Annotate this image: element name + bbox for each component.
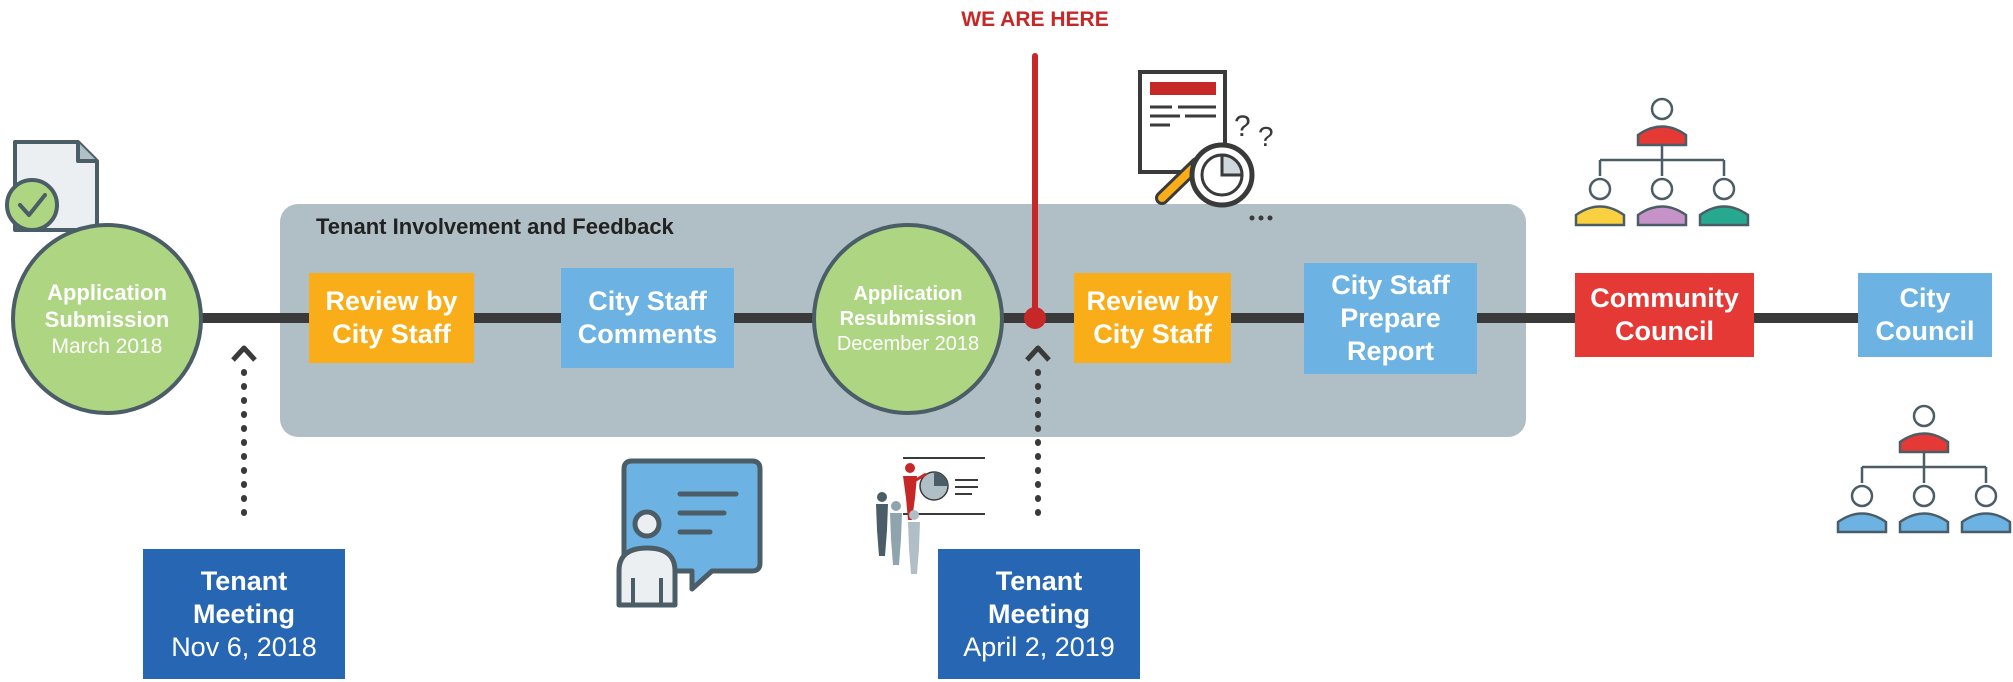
we-are-here-label: WE ARE HERE (961, 8, 1109, 31)
city-council-hierarchy-icon (1836, 404, 2012, 534)
step-title-line: City (1899, 283, 1951, 313)
step-review-city-staff-2: Review by City Staff (1074, 273, 1231, 363)
step-title-line: Submission (44, 306, 170, 332)
svg-text:?: ? (1234, 110, 1251, 143)
meeting-title-line: Meeting (192, 598, 295, 629)
meeting-title-line: Tenant (995, 565, 1083, 596)
svg-text:?: ? (1258, 121, 1274, 152)
step-title-line: City Staff (1093, 319, 1212, 349)
meeting-date: Nov 6, 2018 (171, 631, 317, 662)
document-check-icon (5, 140, 99, 232)
meeting-title-line: Meeting (987, 598, 1090, 629)
step-application-submission: Application Submission March 2018 (11, 223, 203, 415)
step-title-line: City Staff (588, 286, 707, 316)
meeting-pointer-1 (231, 345, 257, 525)
step-application-resubmission: Application Resubmission December 2018 (812, 223, 1004, 415)
speech-bubble-person-icon (616, 458, 763, 608)
step-community-council: Community Council (1575, 273, 1754, 357)
step-title-line: Application (853, 282, 963, 305)
step-city-staff-comments: City Staff Comments (561, 268, 734, 368)
step-review-city-staff-1: Review by City Staff (309, 273, 474, 363)
meeting-pointer-2 (1025, 345, 1051, 525)
step-title-line: Report (1347, 336, 1434, 366)
step-title-line: Council (1615, 316, 1714, 346)
step-title-line: Review by (325, 286, 458, 316)
step-title-line: Application (47, 279, 167, 305)
step-title-line: Comments (577, 319, 718, 349)
step-title-line: City Staff (1331, 270, 1450, 300)
step-date: December 2018 (836, 332, 980, 355)
step-title-line: Council (1875, 316, 1975, 346)
step-title-line: City Staff (332, 319, 451, 349)
meeting-title-line: Tenant (200, 565, 288, 596)
step-city-council: City Council (1858, 273, 1992, 357)
we-are-here-dot (1024, 307, 1046, 329)
step-title-line: Community (1590, 283, 1739, 313)
step-date: March 2018 (51, 334, 163, 358)
step-title-line: Prepare (1340, 303, 1441, 333)
tenant-meeting-1: Tenant Meeting Nov 6, 2018 (143, 549, 345, 679)
step-title-line: Review by (1086, 286, 1219, 316)
step-title-line: Resubmission (839, 307, 977, 330)
step-city-staff-prepare-report: City Staff Prepare Report (1304, 263, 1477, 374)
community-council-hierarchy-icon (1574, 97, 1750, 227)
report-magnifier-icon: ? ? (1138, 70, 1274, 221)
presentation-audience-icon (876, 457, 985, 574)
meeting-date: April 2, 2019 (963, 631, 1115, 662)
tenant-meeting-2: Tenant Meeting April 2, 2019 (938, 549, 1140, 679)
phase-panel-title: Tenant Involvement and Feedback (316, 214, 674, 239)
